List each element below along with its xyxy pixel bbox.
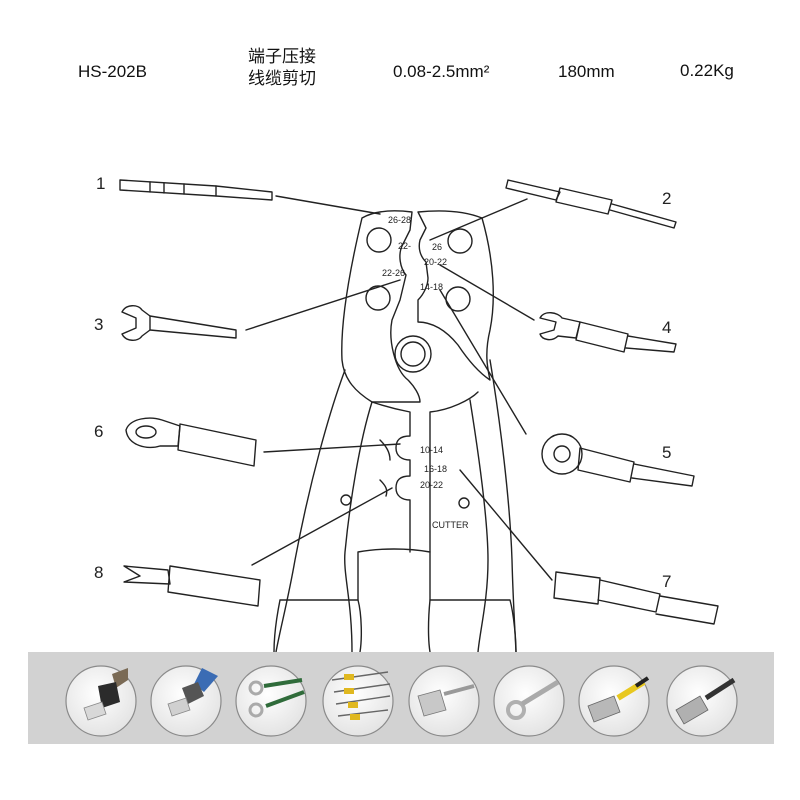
terminal-7-female-spade	[553, 571, 719, 625]
terminal-5-ring	[541, 433, 695, 487]
terminal-2-butt-splice	[505, 179, 677, 229]
leader-6	[263, 443, 401, 453]
die-label-16-18: 16-18	[424, 464, 447, 474]
pivot-bolt	[394, 335, 432, 373]
die-label-22: 22-	[398, 241, 411, 251]
function-cut: 线缆剪切	[248, 69, 316, 88]
wire-range: 0.08-2.5mm²	[393, 62, 490, 81]
jaw-hole-3	[365, 285, 391, 311]
callout-3: 3	[94, 315, 103, 334]
terminal-6-insulated-ring	[125, 417, 257, 467]
bnc-connector-icon	[666, 665, 738, 737]
callout-8: 8	[94, 563, 103, 582]
terminal-photo-row	[65, 665, 738, 737]
callout-7: 7	[662, 572, 671, 591]
model-number: HS-202B	[78, 62, 147, 81]
ferrule-twin-icon	[150, 665, 222, 737]
leader-8	[251, 487, 393, 566]
center-slot	[357, 548, 431, 601]
leader-7	[459, 469, 553, 581]
jaw-hole-1	[366, 227, 392, 253]
uhf-connector-icon	[578, 665, 650, 737]
leader-4	[439, 264, 535, 321]
ferrule-insulated-icon	[65, 665, 137, 737]
tool-length: 180mm	[558, 62, 615, 81]
bullet-connector-set-icon	[322, 665, 394, 737]
jaw-hole-2	[447, 228, 473, 254]
tool-weight: 0.22Kg	[680, 61, 734, 80]
rivet-left	[340, 494, 352, 506]
callout-4: 4	[662, 318, 671, 337]
leader-1	[275, 195, 381, 215]
upper-jaw-left	[341, 210, 421, 403]
left-grip	[273, 599, 363, 653]
die-label-26-28: 26-28	[388, 215, 411, 225]
leader-3	[245, 279, 401, 331]
upper-jaw-right	[417, 210, 494, 381]
callout-6: 6	[94, 422, 103, 441]
left-handle-inner	[344, 401, 373, 653]
function-crimp: 端子压接	[248, 47, 316, 66]
terminal-3-fork	[121, 305, 237, 341]
callout-2: 2	[662, 189, 671, 208]
ring-terminal-pair-icon	[235, 665, 307, 737]
terminal-4-insulated-fork	[539, 312, 677, 353]
right-handle-inner	[469, 399, 489, 653]
cutter-blade	[379, 439, 391, 497]
right-grip	[427, 599, 517, 653]
die-label-10-14: 10-14	[420, 445, 443, 455]
function-text: 端子压接 线缆剪切	[248, 46, 316, 90]
leader-5	[439, 289, 527, 435]
die-label-26: 26	[432, 242, 442, 252]
die-label-14-18: 14-18	[420, 282, 443, 292]
die-label-22-26: 22-26	[382, 268, 405, 278]
cutter-label: CUTTER	[432, 520, 469, 530]
terminal-photo-strip	[28, 652, 774, 744]
rivet-right	[458, 497, 470, 509]
callout-1: 1	[96, 174, 105, 193]
callout-5: 5	[662, 443, 671, 462]
pivot-bolt-inner	[400, 341, 426, 367]
leader-2	[429, 198, 528, 241]
lower-die	[371, 391, 479, 553]
left-handle-outline	[275, 369, 346, 653]
die-label-20-22-lower: 20-22	[420, 480, 443, 490]
spade-female-icon	[408, 665, 480, 737]
die-label-20-22: 20-22	[424, 257, 447, 267]
ring-terminal-icon	[493, 665, 565, 737]
terminal-1-pin-ferrule	[119, 179, 273, 201]
terminal-8-insulated-fork	[123, 565, 261, 607]
